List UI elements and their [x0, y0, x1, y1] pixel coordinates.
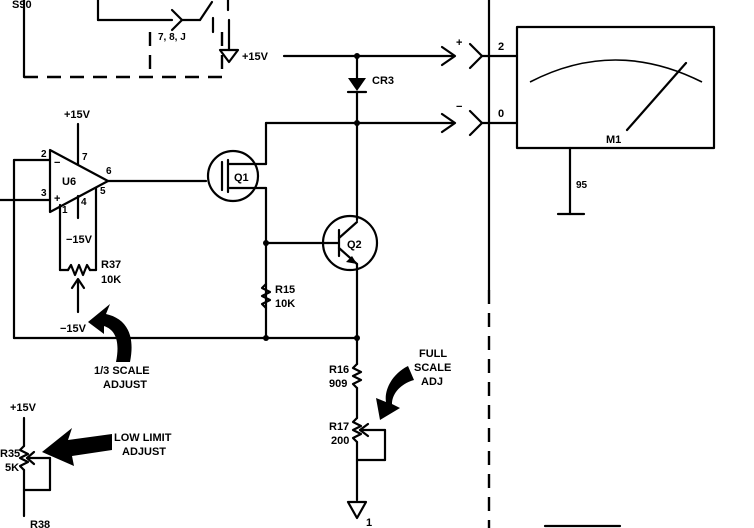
supply-15v-top-label: +15V	[242, 51, 269, 63]
r35-name-label: R35	[0, 448, 20, 460]
meter-plus-label: +	[456, 37, 462, 49]
resistor-r15: R15 10K	[260, 282, 295, 310]
resistor-r16: R16 909	[329, 362, 363, 420]
cr3-label: CR3	[372, 75, 394, 87]
u6-supply-pos-label: +15V	[64, 109, 91, 121]
u6-pin2-label: 2	[41, 149, 47, 160]
r37-supply-label: −15V	[60, 323, 87, 335]
resistor-r35: +15V R35 5K R38	[0, 402, 52, 528]
r17-name-label: R17	[329, 421, 349, 433]
r35-value-label: 5K	[5, 462, 19, 474]
u6-pin5-label: 5	[100, 186, 106, 197]
scale-13-line2: ADJUST	[103, 379, 147, 391]
q1-label: Q1	[234, 172, 249, 184]
opamp-u6: U6 − + +15V 7 2 3 6 5 1 4 −15V	[0, 109, 208, 340]
r37-name-label: R37	[101, 259, 121, 271]
r37-value-label: 10K	[101, 274, 121, 286]
meter-m1-body	[515, 25, 716, 150]
cr3-diode: +15V CR3	[242, 51, 394, 126]
u6-supply-neg-label: −15V	[66, 234, 93, 246]
q2-label: Q2	[347, 239, 362, 251]
scale-13-adjust-arrow: 1/3 SCALE ADJUST	[88, 304, 150, 391]
scale-13-line1: 1/3 SCALE	[94, 365, 150, 377]
low-limit-adjust-arrow: LOW LIMIT ADJUST	[42, 428, 172, 466]
u6-pin7-label: 7	[82, 152, 88, 163]
r16-name-label: R16	[329, 364, 349, 376]
ground-symbol-bottom: 1	[346, 500, 372, 528]
low-limit-line1: LOW LIMIT	[114, 432, 172, 444]
meter-section: + 2 − 0 M1 95	[264, 0, 716, 528]
s90-label: S90	[12, 0, 32, 11]
s90-switch-box: S90 7, 8, J	[12, 0, 240, 79]
meter-pin95-label: 95	[576, 180, 588, 191]
meter-minus-label: −	[456, 101, 462, 113]
u6-pin6-label: 6	[106, 166, 112, 177]
switch-pins-label: 7, 8, J	[158, 32, 186, 43]
full-scale-adjust-arrow: FULL SCALE ADJ	[376, 348, 451, 420]
resistor-r17: R17 200	[329, 416, 387, 502]
meter-pin2-label: 2	[498, 41, 504, 53]
transistor-q2: Q2	[321, 121, 379, 366]
r38-partial-label: R38	[30, 519, 50, 528]
u6-inverting-sign: −	[54, 157, 60, 169]
r15-name-label: R15	[275, 284, 295, 296]
u6-pin4-label: 4	[81, 197, 87, 208]
r17-value-label: 200	[331, 435, 349, 447]
u6-noninverting-sign: +	[54, 193, 60, 205]
ground-pin-label: 1	[366, 517, 372, 528]
meter-m1-label: M1	[606, 134, 621, 146]
meter-pin0-label: 0	[498, 108, 504, 120]
full-scale-line3: ADJ	[421, 376, 443, 388]
resistor-r37: R37 10K −15V	[58, 259, 121, 335]
u6-label: U6	[62, 176, 76, 188]
u6-pin3-label: 3	[41, 188, 47, 199]
r35-supply-label: +15V	[10, 402, 37, 414]
r15-value-label: 10K	[275, 298, 295, 310]
u6-pin1-label: 1	[62, 205, 68, 216]
full-scale-line1: FULL	[419, 348, 447, 360]
low-limit-line2: ADJUST	[122, 446, 166, 458]
transistor-q1: Q1	[206, 121, 268, 340]
r16-value-label: 909	[329, 378, 347, 390]
full-scale-line2: SCALE	[414, 362, 451, 374]
